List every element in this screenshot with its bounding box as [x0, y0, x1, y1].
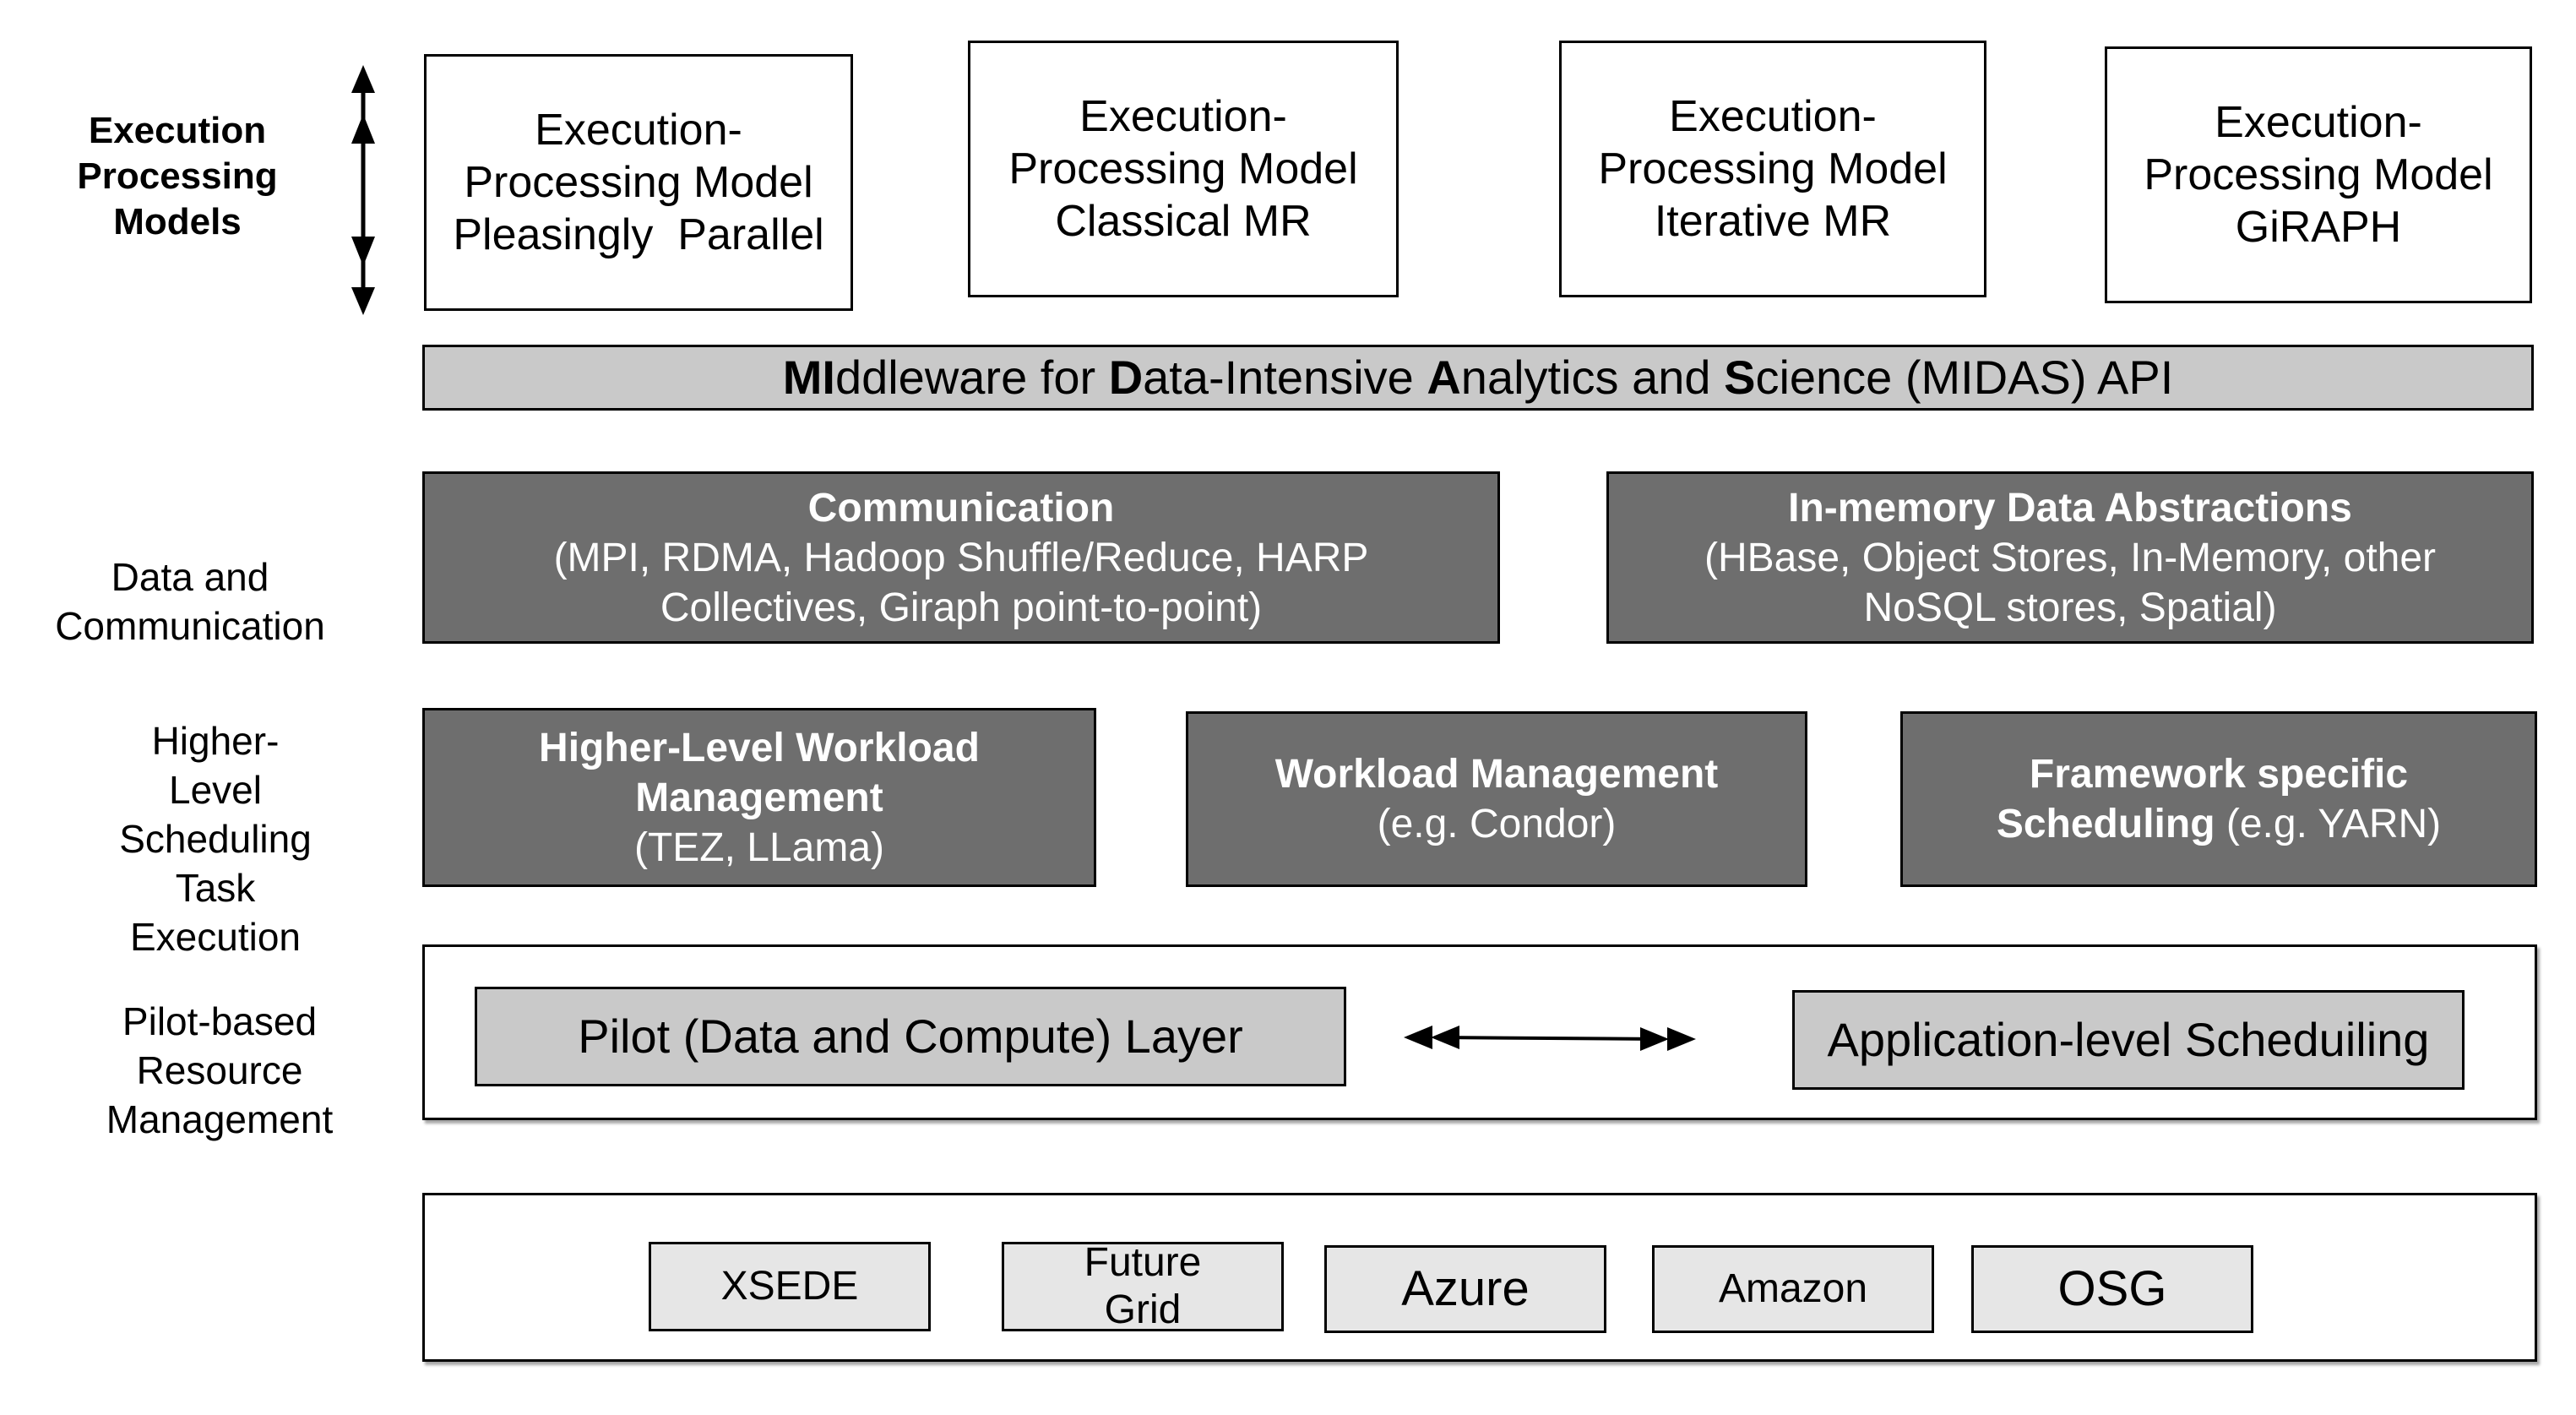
framework-specific-scheduling-box: Framework specific Scheduling (e.g. YARN…	[1900, 711, 2537, 887]
label-line: Pilot-based	[122, 999, 318, 1043]
label-scheduling-task-execution: Higher- Level Scheduling Task Execution	[76, 716, 355, 961]
box-text: Azure	[1401, 1261, 1530, 1316]
label-pilot-resource-management: Pilot-based Resource Management	[76, 997, 363, 1144]
box-line: Processing Model	[464, 158, 813, 207]
box-line: Scheduling (e.g. YARN)	[1997, 799, 2441, 849]
api-text: nalytics and	[1460, 351, 1725, 404]
higher-level-workload-management-box: Higher-Level Workload Management (TEZ, L…	[422, 708, 1096, 887]
api-bold: D	[1108, 351, 1144, 404]
box-line: GiRAPH	[2235, 203, 2402, 252]
box-line: (HBase, Object Stores, In-Memory, other	[1704, 535, 2437, 580]
infra-xsede-box: XSEDE	[649, 1242, 931, 1331]
label-line: Models	[113, 201, 242, 242]
box-line: Execution-	[1079, 92, 1287, 141]
box-text: Future	[1084, 1240, 1202, 1285]
communication-box: Communication (MPI, RDMA, Hadoop Shuffle…	[422, 471, 1500, 644]
box-title: Communication	[807, 485, 1115, 531]
box-line: (TEZ, LLama)	[633, 825, 885, 870]
box-line: Processing Model	[1008, 144, 1358, 193]
box-line: Pleasingly Parallel	[453, 210, 824, 259]
box-line: Classical MR	[1055, 197, 1312, 246]
box-line: Execution-	[535, 106, 742, 155]
box-text: Pilot (Data and Compute) Layer	[578, 1010, 1243, 1063]
application-level-scheduling-box: Application-level Scheduiling	[1792, 990, 2465, 1090]
label-line: Scheduling	[119, 817, 312, 861]
label-line: Resource	[136, 1048, 303, 1092]
box-title: In-memory Data Abstractions	[1788, 485, 2352, 531]
label-line: Data and	[111, 555, 269, 599]
label-line: Task	[175, 866, 256, 910]
label-execution-processing-models: Execution Processing Models	[59, 108, 296, 245]
midas-api-bar: MIddleware for Data-Intensive Analytics …	[422, 345, 2534, 411]
label-data-communication: Data and Communication	[25, 552, 355, 650]
exec-model-classical-mr: Execution- Processing Model Classical MR	[968, 41, 1399, 297]
api-bold: MI	[782, 351, 835, 404]
box-line: NoSQL stores, Spatial)	[1863, 585, 2277, 630]
box-title: Management	[635, 775, 883, 820]
box-line: Processing Model	[1598, 144, 1948, 193]
label-line: Level	[169, 768, 262, 812]
infra-amazon-box: Amazon	[1652, 1245, 1934, 1333]
api-text: ata-Intensive	[1143, 351, 1427, 404]
infra-osg-box: OSG	[1971, 1245, 2253, 1333]
box-line: Iterative MR	[1654, 197, 1892, 246]
label-line: Execution	[88, 110, 267, 151]
label-line: Execution	[129, 915, 301, 959]
vertical-double-arrow-icon	[351, 65, 375, 315]
exec-model-pleasingly-parallel: Execution- Processing Model Pleasingly P…	[424, 54, 853, 311]
in-memory-data-abstractions-box: In-memory Data Abstractions (HBase, Obje…	[1606, 471, 2534, 644]
box-bold-text: Scheduling	[1996, 802, 2215, 846]
box-line: Processing Model	[2144, 150, 2493, 199]
box-line: (MPI, RDMA, Hadoop Shuffle/Reduce, HARP	[553, 535, 1369, 580]
api-bold: S	[1724, 351, 1756, 404]
infra-future-grid-box: Future Grid	[1002, 1240, 1284, 1332]
api-bold: A	[1427, 351, 1461, 404]
workload-management-box: Workload Management (e.g. Condor)	[1186, 711, 1807, 887]
box-line: Execution-	[1669, 92, 1877, 141]
pilot-layer-box: Pilot (Data and Compute) Layer	[475, 987, 1346, 1086]
box-title: Workload Management	[1274, 752, 1719, 797]
box-text: Amazon	[1718, 1266, 1868, 1311]
box-text: Grid	[1104, 1287, 1182, 1332]
box-text: OSG	[2057, 1261, 2167, 1316]
box-text: XSEDE	[720, 1264, 859, 1309]
box-text: (e.g. YARN)	[2215, 802, 2442, 846]
box-line: (e.g. Condor)	[1377, 802, 1617, 846]
infra-azure-box: Azure	[1324, 1245, 1606, 1333]
label-line: Management	[106, 1097, 334, 1141]
box-line: Execution-	[2215, 98, 2422, 147]
label-line: Higher-	[151, 719, 280, 763]
exec-model-giraph: Execution- Processing Model GiRAPH	[2105, 46, 2532, 303]
box-title: Framework specific	[2029, 752, 2409, 797]
exec-model-iterative-mr: Execution- Processing Model Iterative MR	[1559, 41, 1986, 297]
api-text: cience (MIDAS) API	[1755, 351, 2174, 404]
api-text: ddleware for	[834, 351, 1109, 404]
api-bar-text: MIddleware for Data-Intensive Analytics …	[783, 348, 2174, 407]
label-line: Processing	[77, 155, 278, 197]
box-line: Collectives, Giraph point-to-point)	[660, 585, 1263, 630]
box-text: Application-level Scheduiling	[1827, 1013, 2430, 1066]
box-title: Higher-Level Workload	[539, 725, 980, 770]
label-line: Communication	[55, 604, 325, 648]
horizontal-double-arrow-icon	[1404, 1026, 1696, 1051]
